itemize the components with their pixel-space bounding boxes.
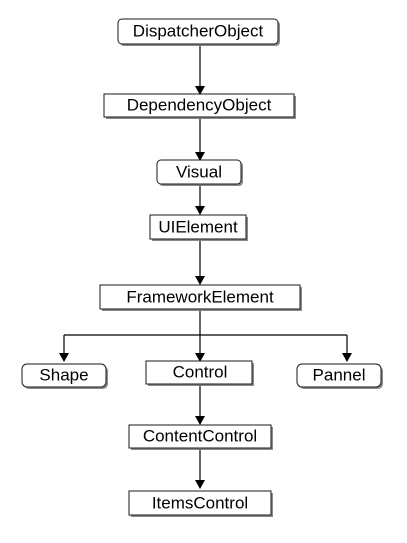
node-shape: Shape (21, 363, 108, 389)
arrowhead-uielement (195, 206, 205, 215)
arrowhead-itemscontrol (195, 480, 205, 489)
arrowhead-contentcontrol (195, 416, 205, 425)
arrowhead-dependencyobject (195, 86, 205, 95)
node-label-visual: Visual (176, 162, 222, 181)
arrowhead-control (195, 353, 205, 362)
node-pannel: Pannel (296, 363, 383, 389)
node-label-uielement: UIElement (158, 217, 238, 236)
node-label-control: Control (173, 362, 228, 381)
node-itemscontrol: ItemsControl (128, 490, 273, 517)
nodes: DispatcherObject DependencyObject Visual… (21, 18, 383, 517)
node-label-pannel: Pannel (313, 365, 366, 384)
node-label-dispatcherobject: DispatcherObject (133, 21, 264, 40)
node-label-frameworkelement: FrameworkElement (126, 287, 274, 306)
node-uielement: UIElement (149, 214, 248, 241)
node-label-dependencyobject: DependencyObject (127, 95, 272, 114)
node-dependencyobject: DependencyObject (103, 93, 296, 119)
node-control: Control (145, 360, 254, 386)
node-label-itemscontrol: ItemsControl (152, 493, 248, 512)
node-contentcontrol: ContentControl (128, 424, 273, 450)
node-visual: Visual (156, 159, 243, 186)
edges (59, 45, 352, 489)
arrowhead-visual (195, 152, 205, 161)
node-dispatcherobject: DispatcherObject (117, 18, 280, 46)
node-frameworkelement: FrameworkElement (99, 284, 302, 311)
arrowhead-shape (59, 353, 69, 362)
arrowhead-frameworkelement (195, 276, 205, 285)
node-label-contentcontrol: ContentControl (143, 426, 257, 445)
node-label-shape: Shape (39, 365, 88, 384)
arrowhead-pannel (342, 353, 352, 362)
